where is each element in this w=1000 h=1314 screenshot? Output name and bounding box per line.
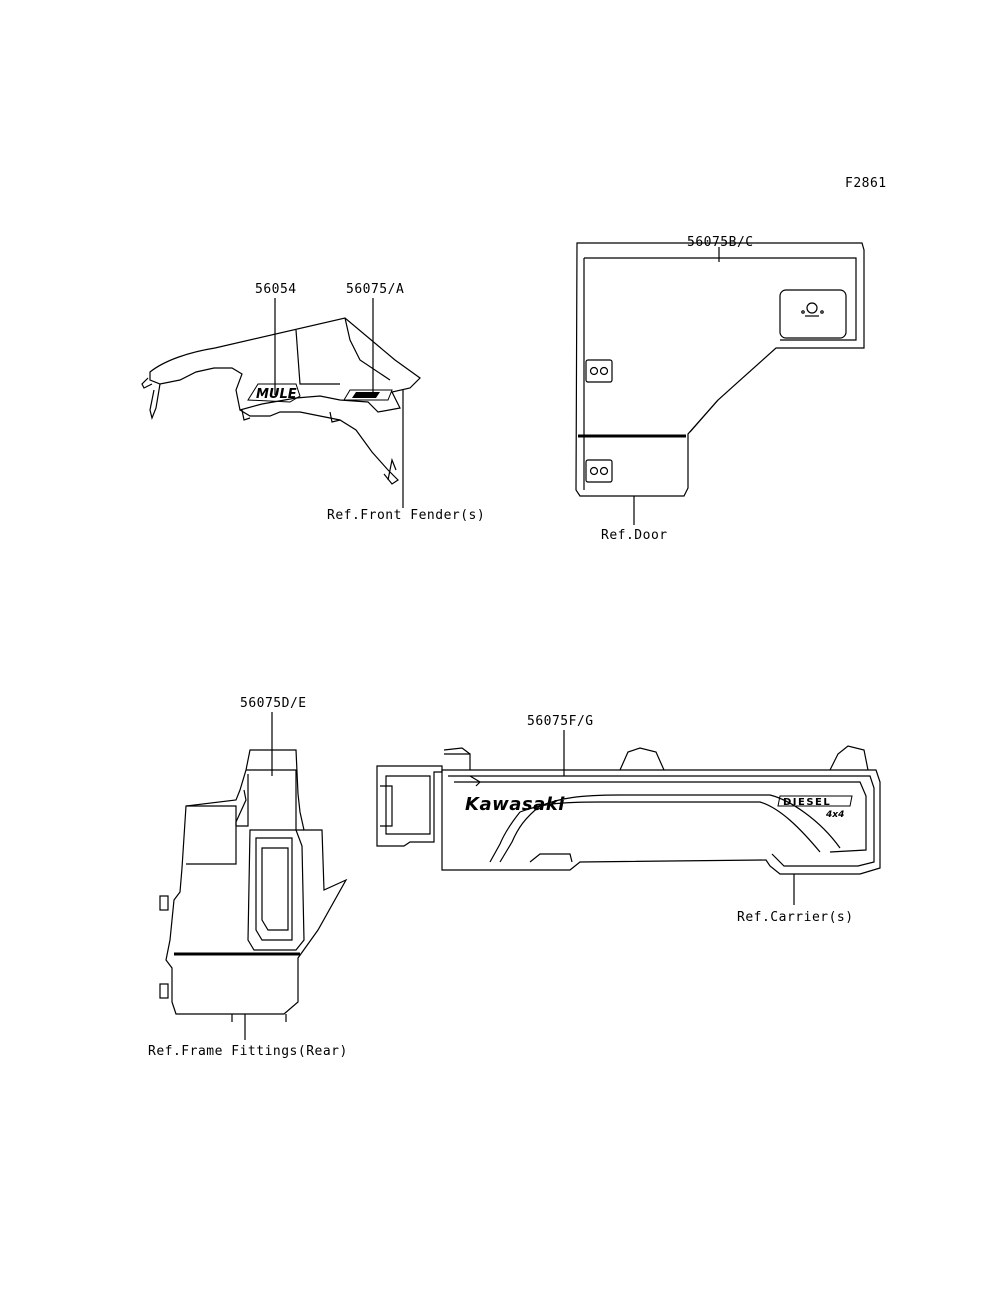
callout-56075A: 56075/A [346,282,405,297]
callout-56054: 56054 [255,282,297,297]
drive-4x4-text: 4x4 [825,810,844,820]
ref-carrier: Ref.Carrier(s) [737,910,854,925]
callout-56075BC: 56075B/C [687,235,754,250]
ref-front-fender: Ref.Front Fender(s) [327,508,486,523]
front-fender-drawing [141,317,421,485]
badge-decal [343,389,393,401]
kawasaki-brand-text: Kawasaki [465,794,565,815]
mule-logo-text: MULE [256,387,297,402]
callout-56075FG: 56075F/G [527,714,594,729]
callout-56075DE: 56075D/E [240,696,307,711]
ref-frame-fittings: Ref.Frame Fittings(Rear) [148,1044,348,1059]
frame-fittings-drawing [159,749,348,1022]
ref-door: Ref.Door [601,528,668,543]
diesel-decal: DIESEL 4x4 [777,795,853,820]
door-drawing [575,242,865,497]
kawasaki-decal: Kawasaki [465,794,565,815]
figure-id: F2861 [845,176,887,191]
diesel-text: DIESEL [783,797,831,808]
mule-decal: MULE [247,383,301,403]
carrier-drawing [376,745,881,875]
